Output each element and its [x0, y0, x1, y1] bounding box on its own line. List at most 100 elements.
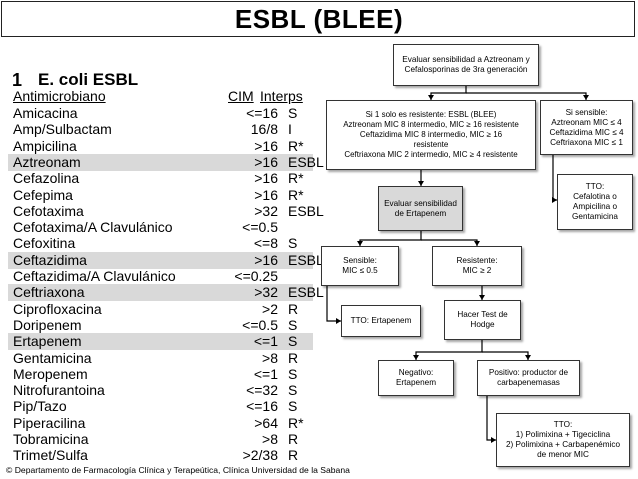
- text-line: Negativo:: [398, 368, 434, 377]
- interpretation: S: [288, 235, 298, 252]
- text-line: Ampicilina o: [572, 202, 618, 211]
- cim-value: >2: [262, 300, 278, 317]
- interpretation: R: [288, 349, 299, 366]
- arrowhead: [479, 295, 485, 300]
- text-line: TTO: Ertapenem: [350, 316, 412, 325]
- box-ertapenem-resistant: Resistente: MIC ≥ 2: [432, 246, 522, 286]
- text-line: Ceftazidima MIC 8 intermedio, MIC ≥ 16: [359, 130, 503, 139]
- interpretation: ESBL: [288, 284, 324, 301]
- drug-name: Doripenem: [13, 316, 82, 333]
- header-antimicrobial: Antimicrobiano: [13, 88, 106, 104]
- title-bar: [1, 1, 635, 37]
- text-line: Evaluar sensibilidad a Aztreonam y: [402, 55, 530, 64]
- drug-name: Piperacilina: [13, 414, 86, 431]
- text-line: Positivo: productor de: [488, 368, 569, 377]
- text-line: de Ertapenem: [394, 208, 447, 218]
- organism-name: E. coli ESBL: [38, 70, 139, 89]
- drug-name: Amicacina: [13, 105, 78, 121]
- text-line: Ceftazidima MIC ≤ 4: [549, 127, 624, 137]
- connector-line: [482, 351, 529, 360]
- text-line: Hacer Test de: [457, 310, 508, 319]
- box-hodge-test: Hacer Test de Hodge: [444, 300, 521, 340]
- cim-value: >16: [254, 170, 278, 187]
- box-negative: Negativo: Ertapenem: [378, 360, 454, 396]
- arrowhead: [336, 318, 341, 324]
- cim-value: >16: [254, 251, 278, 268]
- cim-value: >2/38: [242, 447, 278, 464]
- box-treatment-carbapenemase: TTO: 1) Polimixina + Tigeciclina 2) Poli…: [496, 413, 630, 467]
- drug-name: Cefepima: [13, 186, 73, 203]
- cim-value: >8: [262, 349, 278, 366]
- arrowhead: [474, 241, 480, 246]
- drug-name: Pip/Tazo: [13, 398, 67, 415]
- cim-value: 16/8: [250, 121, 278, 138]
- antibiogram-row: Ceftazidima >16 ESBL: [8, 251, 324, 269]
- connector-line: [326, 286, 341, 322]
- antibiogram-row: Doripenem <=0.5 S: [8, 317, 313, 334]
- connector-line: [415, 340, 483, 360]
- drug-name: Ceftriaxona: [13, 284, 85, 301]
- text-line: 2) Polimixina + Carbapenémico: [506, 440, 620, 449]
- drug-name: Amp/Sulbactam: [13, 121, 112, 138]
- drug-name: Cefoxitina: [13, 235, 76, 252]
- text-line: resistente: [413, 140, 449, 149]
- arrowhead: [418, 181, 424, 186]
- text-line: de menor MIC: [537, 450, 589, 459]
- antibiogram-row: Gentamicina >8 R: [8, 350, 313, 367]
- cim-value: <=0.5: [242, 219, 278, 236]
- text-line: Ceftriaxona MIC ≤ 1: [550, 137, 623, 147]
- interpretation: ESBL: [288, 251, 324, 268]
- drug-name: Meropenem: [13, 365, 88, 382]
- box-treatment-sensitive: TTO: Cefalotina o Ampicilina o Gentamici…: [557, 174, 633, 230]
- slide-title: ESBL (BLEE): [234, 4, 404, 34]
- text-line: Aztreonam MIC 8 intermedio, MIC ≥ 16 res…: [343, 120, 519, 129]
- header-interp: Interps: [260, 88, 303, 104]
- drug-name: Gentamicina: [13, 349, 92, 366]
- cim-value: <=32: [246, 382, 278, 399]
- interpretation: S: [288, 316, 298, 333]
- drug-name: Cefotaxima/A Clavulánico: [13, 219, 173, 236]
- cim-value: >32: [254, 284, 278, 301]
- drug-name: Ertapenem: [13, 333, 82, 350]
- interpretation: R*: [288, 414, 304, 431]
- cim-value: <=0.5: [242, 316, 278, 333]
- drug-name: Ceftazidima/A Clavulánico: [13, 268, 176, 284]
- antibiogram-row: Trimet/Sulfa >2/38 R: [8, 447, 313, 464]
- cim-value: <=1: [253, 365, 278, 382]
- text-line: Evaluar sensibilidad: [384, 198, 457, 208]
- cim-value: >32: [254, 202, 278, 219]
- box-positive: Positivo: productor de carbapenemasas: [477, 360, 580, 396]
- text-line: Si sensible:: [565, 107, 608, 117]
- interpretation: S: [288, 105, 298, 121]
- connector-line: [430, 86, 467, 100]
- text-line: MIC ≥ 2: [462, 266, 492, 275]
- text-line: Cefalosporinas de 3ra generación: [404, 65, 528, 74]
- header-cim: CIM: [228, 88, 254, 104]
- drug-name: Tobramicina: [13, 431, 89, 447]
- arrowhead: [428, 95, 434, 100]
- cim-value: >16: [254, 137, 278, 154]
- text-line: Aztreonam MIC ≤ 4: [551, 117, 622, 127]
- interpretation: R: [288, 447, 299, 464]
- drug-name: Trimet/Sulfa: [13, 447, 88, 464]
- copyright-footer: © Departamento de Farmacología Clínica y…: [6, 465, 350, 475]
- interpretation: R: [288, 431, 299, 447]
- arrowhead: [413, 355, 419, 360]
- antibiogram-number: 1: [12, 70, 23, 90]
- text-line: Resistente:: [456, 256, 498, 265]
- drug-name: Ceftazidima: [13, 251, 87, 268]
